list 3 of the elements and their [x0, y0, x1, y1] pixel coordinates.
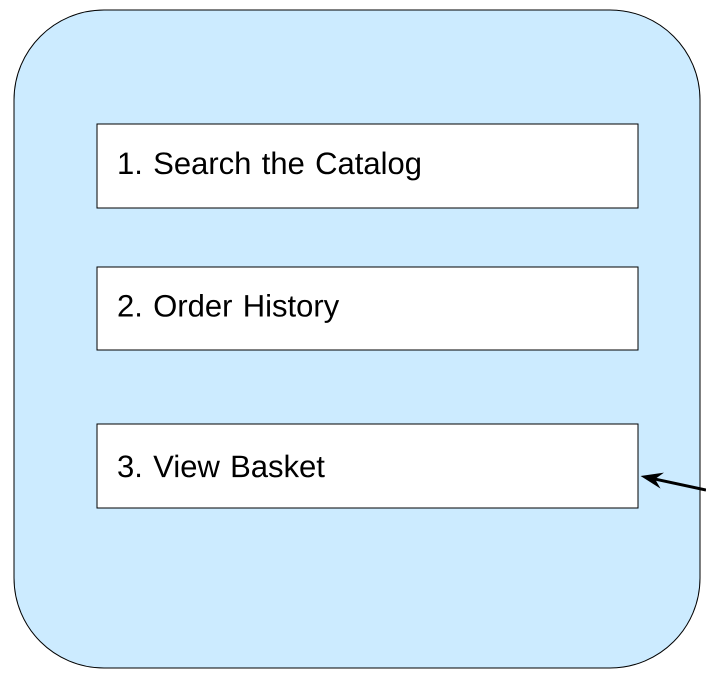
menu-item-box: 1. Search the Catalog	[96, 124, 638, 208]
menu-item-box: 3. View Basket	[96, 423, 638, 508]
menu-item-box: 2. Order History	[96, 266, 638, 350]
